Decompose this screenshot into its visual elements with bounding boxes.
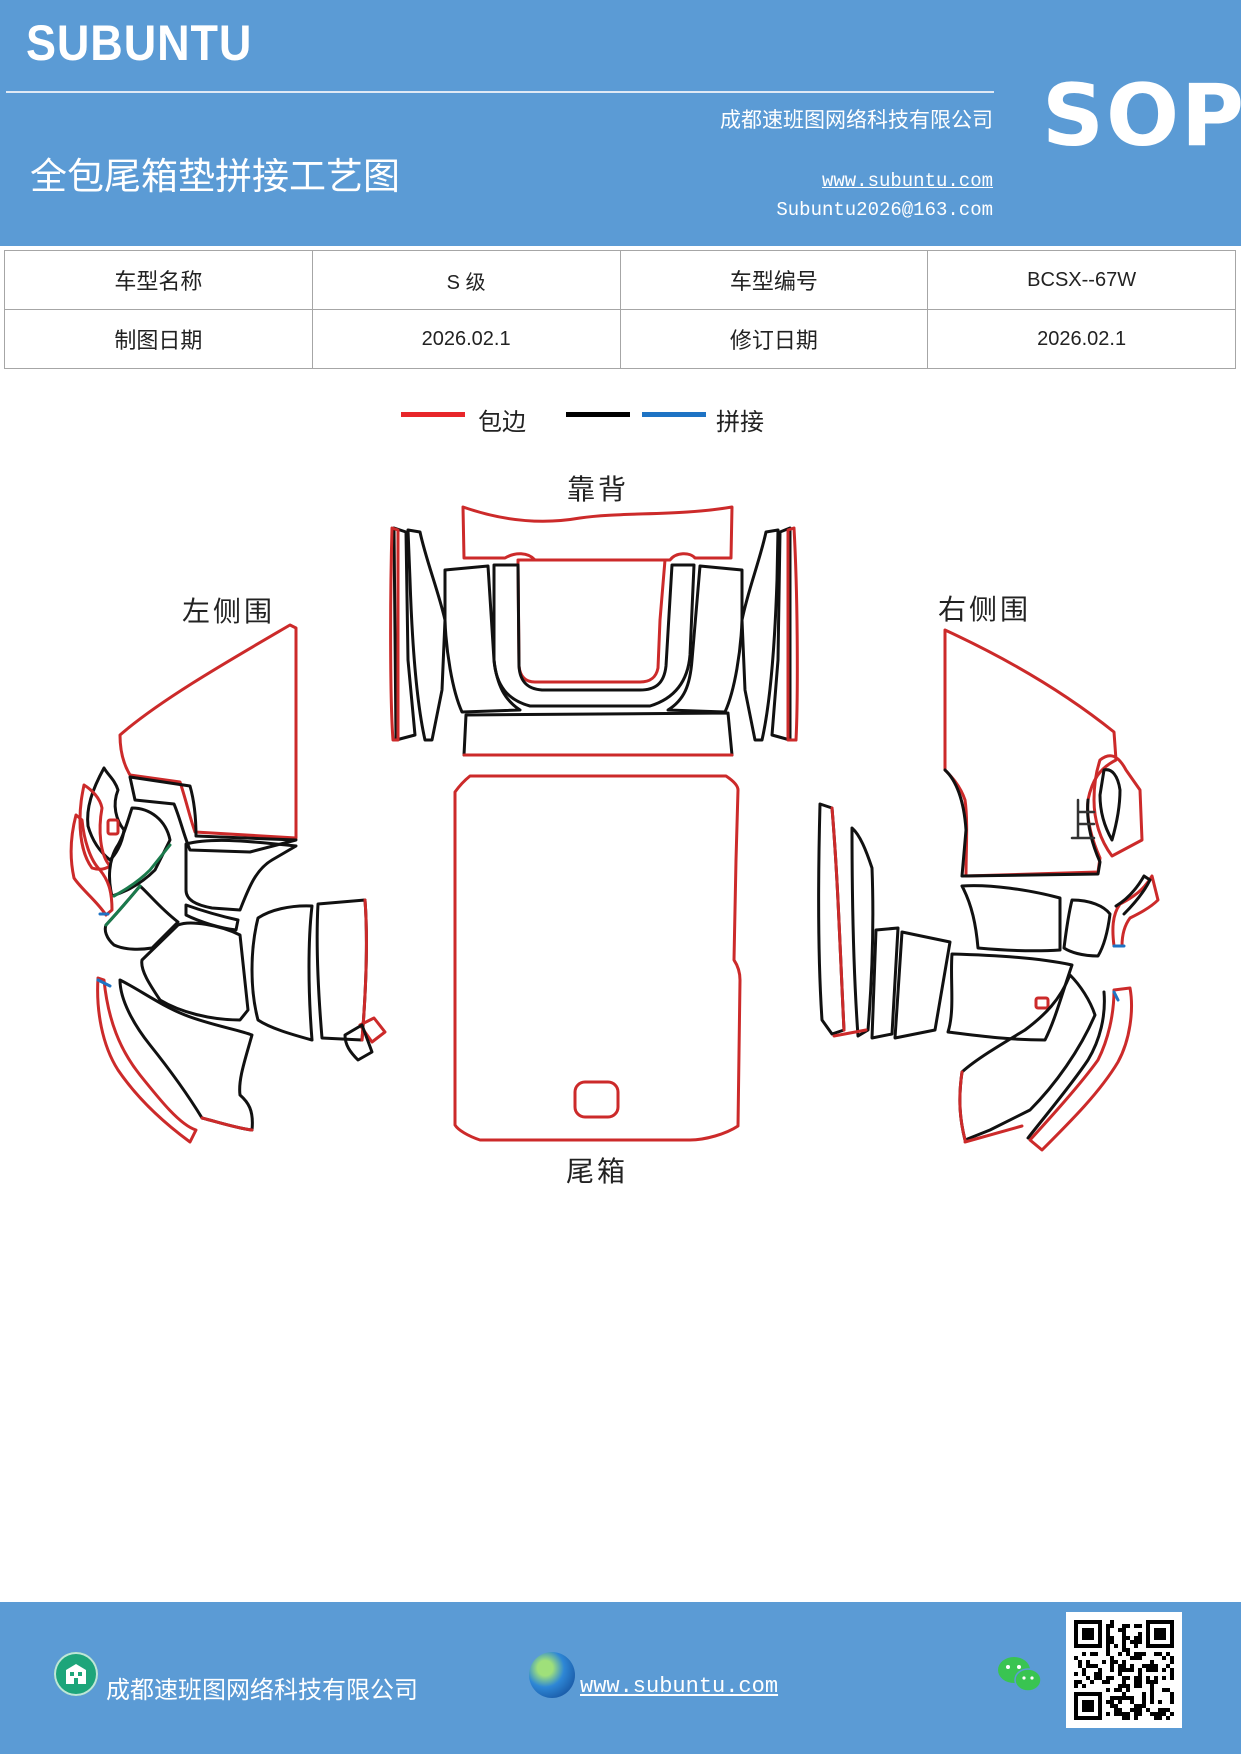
model-name-label: 车型名称 <box>4 250 313 310</box>
sop-label: SOP <box>1042 66 1241 166</box>
header-divider <box>6 91 994 93</box>
right-bottom-edge <box>958 1070 1024 1144</box>
legend-label-edge: 包边 <box>478 408 526 436</box>
right-ear-panel <box>1092 754 1144 858</box>
model-code-label: 车型编号 <box>619 250 929 310</box>
legend-swatch-splice <box>642 412 706 417</box>
right-bottom-outer <box>1028 986 1133 1152</box>
backrest-left-strip-2 <box>392 526 417 742</box>
table-row: 制图日期 2026.02.1 修订日期 2026.02.1 <box>4 309 1236 369</box>
label-trunk: 尾箱 <box>566 1155 629 1188</box>
info-table: 车型名称 S 级 车型编号 BCSX--67W 制图日期 2026.02.1 修… <box>4 250 1236 369</box>
table-row: 车型名称 S 级 车型编号 BCSX--67W <box>4 250 1236 310</box>
wechat-icon[interactable] <box>996 1652 1044 1696</box>
backrest-center-frame <box>492 563 696 708</box>
left-bottom-inner <box>118 978 254 1132</box>
backrest-right-strip-2 <box>770 526 792 742</box>
left-green-splice <box>112 843 172 898</box>
left-small-upper <box>86 766 126 862</box>
right-vertical-strip <box>850 826 875 1038</box>
model-code-value: BCSX--67W <box>927 250 1236 310</box>
left-rect-edge <box>360 898 368 1042</box>
header-email: Subuntu2026@163.com <box>776 199 993 221</box>
backrest-right-strip-1 <box>740 528 780 742</box>
footer-banner: 成都速班图网络科技有限公司 www.subuntu.com <box>0 1602 1241 1754</box>
right-ear-inner <box>1098 768 1122 842</box>
left-bottom-outer <box>96 976 198 1144</box>
document-title: 全包尾箱垫拼接工艺图 <box>30 155 400 198</box>
footer-website-link[interactable]: www.subuntu.com <box>580 1674 779 1699</box>
left-top-inner <box>128 775 298 854</box>
trunk-floor-cutout <box>573 1080 620 1119</box>
qr-code <box>1066 1612 1182 1728</box>
label-left-side: 左侧围 <box>182 595 276 628</box>
right-mid-panel-2 <box>1062 898 1112 958</box>
backrest-left-edge <box>389 526 400 742</box>
left-green-edge <box>104 884 142 927</box>
trunk-floor-panel <box>453 774 742 1142</box>
right-bottom-splice <box>1112 990 1120 1002</box>
right-mid-panel-1 <box>960 884 1062 953</box>
legend-label-splice: 拼接 <box>716 408 764 436</box>
header-banner: SUBUNTU 成都速班图网络科技有限公司 SOP 全包尾箱垫拼接工艺图 www… <box>0 0 1241 246</box>
right-wing-inner <box>1114 874 1152 916</box>
left-center-strip <box>184 903 240 932</box>
revise-date-label: 修订日期 <box>619 309 929 369</box>
backrest-bottom-bar <box>462 711 734 757</box>
left-top-panel <box>118 623 298 840</box>
model-name-value: S 级 <box>311 250 621 310</box>
left-tab-2 <box>343 1023 374 1062</box>
right-edge-base <box>832 1028 868 1038</box>
revise-date-value: 2026.02.1 <box>927 309 1236 369</box>
legend: 包边 拼接 <box>0 400 1241 440</box>
backrest-right-inner <box>666 564 744 714</box>
header-company: 成都速班图网络科技有限公司 <box>720 108 993 132</box>
right-outer-strip-edge <box>830 806 846 1032</box>
backrest-left-inner <box>443 564 522 714</box>
building-icon <box>54 1652 98 1696</box>
right-clip-symbol <box>1070 798 1096 840</box>
left-tab-1 <box>358 1016 387 1044</box>
left-lower-panel <box>140 921 250 1022</box>
left-outer-arm <box>69 813 114 917</box>
label-backrest: 靠背 <box>567 473 630 506</box>
right-bottom-inner-line <box>1026 990 1106 1140</box>
backrest-right-edge <box>786 526 799 742</box>
brand-logo-text: SUBUNTU <box>26 15 253 71</box>
label-right-side: 右侧围 <box>938 593 1032 626</box>
backrest-center-panel <box>516 558 667 684</box>
footer-company: 成都速班图网络科技有限公司 <box>106 1676 418 1704</box>
right-mid-cutout <box>1034 996 1050 1010</box>
backrest-left-strip-1 <box>406 528 447 742</box>
legend-swatch-cut <box>566 412 630 417</box>
trunk-mat-diagram <box>69 505 1160 1152</box>
right-lower-strip-2 <box>893 930 952 1040</box>
draw-date-value: 2026.02.1 <box>311 309 621 369</box>
backrest-top-panel <box>461 505 734 562</box>
left-bottom-edge <box>200 1116 254 1132</box>
left-small-cutout <box>106 818 120 836</box>
left-center-panel <box>184 838 298 912</box>
draw-date-label: 制图日期 <box>4 309 313 369</box>
globe-icon <box>529 1652 575 1698</box>
left-small-flap <box>78 783 112 871</box>
right-lower-strip-1 <box>870 926 900 1040</box>
right-mid-panel-3 <box>946 952 1074 1042</box>
header-website-link[interactable]: www.subuntu.com <box>821 170 993 192</box>
left-tub-panel <box>250 904 314 1042</box>
left-bottom-outer-splice <box>96 978 112 988</box>
legend-swatch-edge <box>401 412 465 417</box>
left-rect-panel <box>315 898 368 1042</box>
